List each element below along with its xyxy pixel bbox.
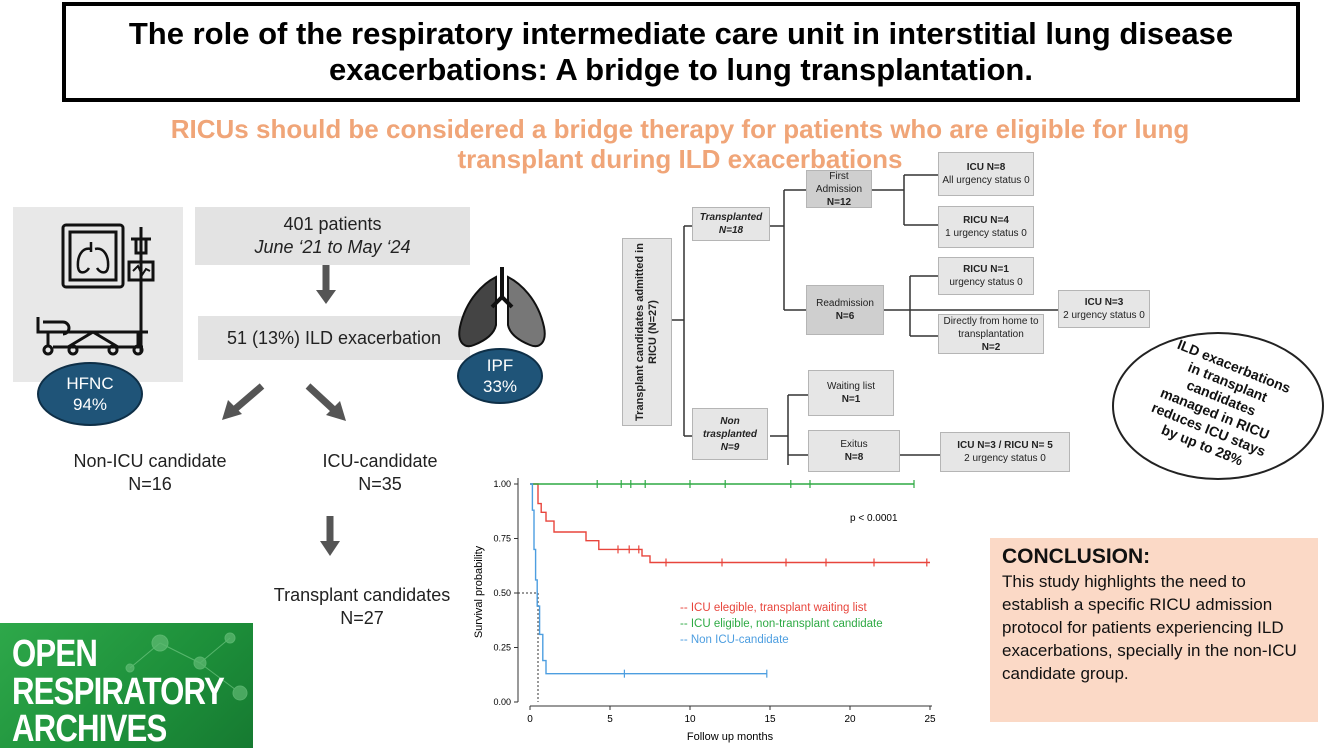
hfnc-value: 94% [72, 395, 108, 414]
chart-p-value: p < 0.0001 [850, 513, 898, 524]
lungs-icon [458, 267, 546, 347]
y-tick-label-3: 0.75 [493, 534, 511, 544]
icu-n: N=35 [358, 474, 402, 494]
tree-icu8: ICU N=8 All urgency status 0 [938, 152, 1034, 196]
x-tick-label-4: 20 [844, 714, 856, 725]
non-icu-candidate: Non-ICU candidate N=16 [55, 450, 245, 496]
survival-chart: Survival probability Follow up months p … [473, 478, 936, 743]
chart-y-label: Survival probability [473, 545, 485, 638]
icu-ricu-detail: 2 urgency status 0 [964, 453, 1046, 464]
patients-box: 401 patients June ‘21 to May ‘24 [195, 207, 470, 265]
first-admission-n: N=12 [826, 196, 852, 208]
transplanted-n: N=18 [718, 225, 744, 236]
logo-line-1: OPEN [12, 633, 98, 675]
tree-ricu1: RICU N=1 urgency status 0 [938, 257, 1034, 295]
tree-home: Directly from home to transplantation N=… [938, 314, 1044, 354]
ricu4-label: RICU N=4 [963, 215, 1009, 226]
tree-icu-ricu: ICU N=3 / RICU N= 5 2 urgency status 0 [940, 432, 1070, 472]
icu8-detail: All urgency status 0 [942, 175, 1030, 186]
poster-title: The role of the respiratory intermediate… [62, 2, 1300, 102]
non-icu-n: N=16 [128, 474, 172, 494]
conclusion-text: This study highlights the need to establ… [1002, 572, 1297, 683]
non-transplanted-label-2: trasplanted [703, 428, 757, 440]
ild-exacerbation-box: 51 (13%) ILD exacerbation [198, 316, 470, 360]
hfnc-badge: HFNC 94% [37, 362, 143, 426]
subtitle: RICUs should be considered a bridge ther… [100, 114, 1260, 174]
non-transplanted-label-1: Non [720, 415, 740, 427]
conclusion-box: CONCLUSION: This study highlights the ne… [990, 538, 1318, 722]
ild-exacerbation-label: 51 (13%) ILD exacerbation [226, 327, 442, 348]
title-line-1: The role of the respiratory intermediate… [128, 16, 1234, 51]
icu8-label: ICU N=8 [966, 162, 1006, 173]
home-line-2: transplantation [958, 328, 1024, 340]
exitus-label: Exitus [840, 439, 868, 450]
title-line-2: exacerbations: A bridge to lung transpla… [329, 52, 1033, 87]
exitus-n: N=8 [844, 452, 864, 463]
subtitle-line-1: RICUs should be considered a bridge ther… [170, 114, 1190, 144]
tree-exitus: Exitus N=8 [808, 430, 900, 472]
y-tick-label-0: 0.00 [493, 697, 511, 707]
non-icu-label: Non-ICU candidate [73, 451, 227, 471]
legend-entry-0: -- ICU elegible, transplant waiting list [680, 602, 867, 614]
hospital-bed-monitor-icon [13, 207, 183, 382]
ild-note-text: ILD exacerbations in transplant candidat… [1149, 336, 1294, 469]
ipf-value: 33% [482, 377, 518, 396]
hfnc-label: HFNC [66, 374, 114, 393]
tree-ricu4: RICU N=4 1 urgency status 0 [938, 206, 1034, 248]
transplant-n: N=27 [340, 608, 384, 628]
icu-ricu-label: ICU N=3 / RICU N= 5 [957, 440, 1053, 451]
tree-root: Transplant candidates admitted in RICU (… [622, 238, 672, 426]
series-line-0 [530, 483, 930, 564]
home-n: N=2 [981, 341, 1001, 353]
icu-label: ICU-candidate [322, 451, 438, 471]
x-tick-label-1: 5 [607, 714, 613, 725]
readmission-label: Readmission [816, 298, 874, 309]
waiting-label: Waiting list [827, 381, 875, 392]
tree-root-label: Transplant candidates admitted in RICU (… [634, 243, 659, 421]
first-admission-label-2: Admission [815, 183, 863, 195]
home-line-1: Directly from home to [943, 315, 1039, 327]
x-tick-label-3: 15 [764, 714, 776, 725]
y-tick-label-2: 0.50 [493, 588, 511, 598]
readmission-n: N=6 [835, 311, 855, 322]
icu3-label: ICU N=3 [1084, 297, 1124, 308]
non-transplanted-n: N=9 [720, 441, 740, 453]
y-tick-label-1: 0.25 [493, 643, 511, 653]
patients-period: June ‘21 to May ‘24 [254, 237, 411, 257]
ild-note-ellipse: ILD exacerbations in transplant candidat… [1112, 332, 1324, 480]
transplant-candidates: Transplant candidates N=27 [262, 584, 462, 630]
ricu1-detail: urgency status 0 [949, 277, 1023, 288]
logo-line-2: RESPIRATORY [12, 671, 225, 713]
tree-icu3: ICU N=3 2 urgency status 0 [1058, 290, 1150, 328]
conclusion-heading: CONCLUSION: [1002, 545, 1151, 568]
ricu4-detail: 1 urgency status 0 [945, 228, 1027, 239]
x-tick-label-2: 10 [684, 714, 696, 725]
legend-entry-1: -- ICU eligible, non-transplant candidat… [680, 618, 883, 630]
subtitle-line-2: transplant during ILD exacerbations [457, 144, 903, 174]
tree-first-admission: First Admission N=12 [806, 170, 872, 208]
ricu1-label: RICU N=1 [963, 264, 1009, 275]
legend-entry-2: -- Non ICU-candidate [680, 634, 789, 646]
icu3-detail: 2 urgency status 0 [1063, 310, 1145, 321]
ipf-label: IPF [486, 356, 514, 375]
y-tick-label-4: 1.00 [493, 479, 511, 489]
x-tick-label-0: 0 [527, 714, 533, 725]
tree-readmission: Readmission N=6 [806, 285, 884, 335]
first-admission-label-1: First [829, 170, 849, 182]
logo-line-3: ARCHIVES [12, 708, 167, 748]
chart-x-label: Follow up months [687, 731, 774, 743]
journal-logo: OPEN RESPIRATORY ARCHIVES [0, 623, 253, 748]
x-tick-label-5: 25 [924, 714, 936, 725]
tree-transplanted: Transplanted N=18 [692, 207, 770, 241]
series-line-2 [530, 483, 767, 675]
tree-non-transplanted: Non trasplanted N=9 [692, 408, 768, 460]
tree-waiting-list: Waiting list N=1 [808, 370, 894, 416]
ipf-badge: IPF 33% [457, 348, 543, 404]
waiting-n: N=1 [841, 394, 861, 405]
icu-candidate: ICU-candidate N=35 [290, 450, 470, 496]
patients-count: 401 patients [283, 214, 382, 234]
transplant-label: Transplant candidates [273, 585, 451, 605]
transplanted-label: Transplanted [699, 212, 763, 223]
